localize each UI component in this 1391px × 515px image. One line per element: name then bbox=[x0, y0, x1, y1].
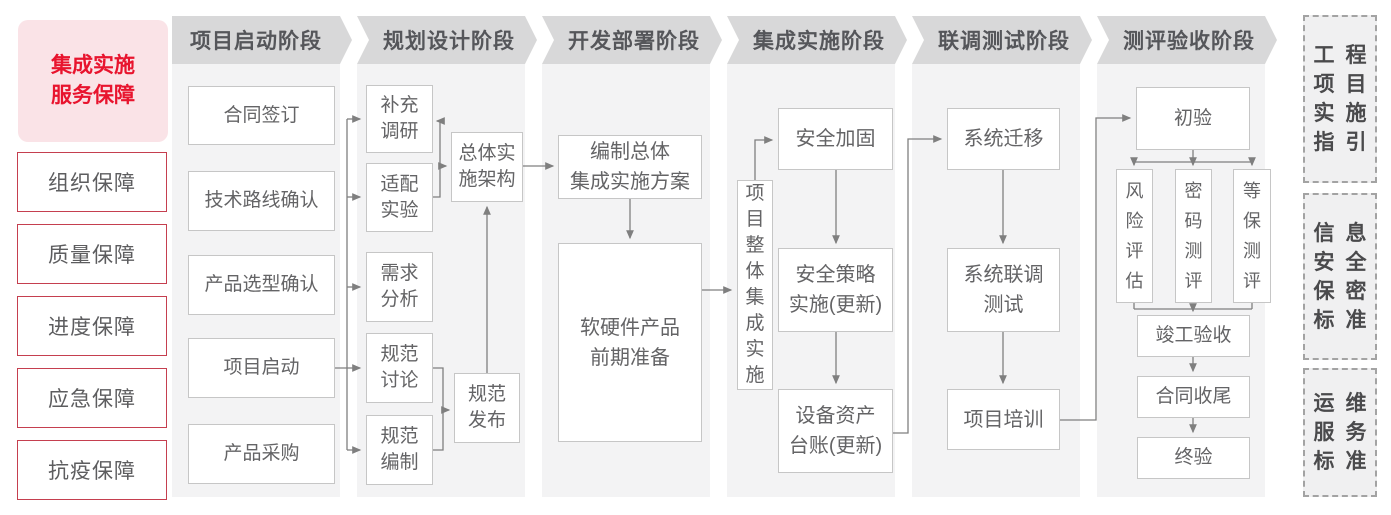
panel-text: 信息 安全 保密 标准 bbox=[1313, 221, 1378, 332]
flow-box-crypto-evaluation: 密码测评 bbox=[1175, 169, 1212, 303]
flow-box-tech-route-confirm: 技术路线确认 bbox=[188, 171, 335, 231]
panel-om-service-standards: 运维 服务 标准 bbox=[1303, 368, 1377, 497]
flow-box-contract-closure: 合同收尾 bbox=[1137, 376, 1250, 418]
flow-box-classified-protection-eval: 等保测评 bbox=[1233, 169, 1271, 303]
phase-header-joint-test: 联调测试阶段 bbox=[912, 16, 1092, 64]
flow-box-system-migration: 系统迁移 bbox=[947, 108, 1060, 170]
flow-box-overall-impl-architecture: 总体实 施架构 bbox=[451, 132, 523, 202]
flow-box-supplementary-research: 补充 调研 bbox=[366, 85, 433, 153]
flow-box-completion-acceptance: 竣工验收 bbox=[1137, 315, 1250, 357]
flow-box-product-select-confirm: 产品选型确认 bbox=[188, 255, 335, 315]
flow-box-security-policy-impl: 安全策略 实施(更新) bbox=[778, 248, 893, 332]
flow-box-product-procurement: 产品采购 bbox=[188, 424, 335, 484]
flow-box-compile-overall-plan: 编制总体 集成实施方案 bbox=[558, 135, 702, 199]
flow-box-project-training: 项目培训 bbox=[947, 389, 1060, 450]
sidebar-item-schedule-guarantee: 进度保障 bbox=[17, 296, 167, 356]
panel-engineering-implementation-guide: 工程 项目 实施 指引 bbox=[1303, 15, 1377, 183]
sidebar-item-organization-guarantee: 组织保障 bbox=[17, 152, 167, 212]
flow-box-security-hardening: 安全加固 bbox=[778, 108, 893, 170]
flow-box-spec-discussion: 规范 讨论 bbox=[366, 333, 433, 403]
phase-header-evaluation-accept: 测评验收阶段 bbox=[1097, 16, 1277, 64]
flow-box-project-kickoff: 项目启动 bbox=[188, 338, 335, 398]
flow-box-overall-integration-impl: 项目整体集成实施 bbox=[737, 180, 773, 390]
sidebar-item-emergency-guarantee: 应急保障 bbox=[17, 368, 167, 428]
panel-text: 工程 项目 实施 指引 bbox=[1313, 44, 1378, 154]
phase-header-planning-design: 规划设计阶段 bbox=[357, 16, 537, 64]
flow-box-final-acceptance: 终验 bbox=[1137, 437, 1250, 479]
flow-box-risk-assessment: 风险评估 bbox=[1116, 169, 1153, 303]
flow-box-joint-debugging-test: 系统联调 测试 bbox=[947, 248, 1060, 332]
panel-text: 运维 服务 标准 bbox=[1313, 392, 1378, 473]
phase-header-project-kickoff: 项目启动阶段 bbox=[172, 16, 352, 64]
phase-header-dev-deploy: 开发部署阶段 bbox=[542, 16, 722, 64]
flow-box-requirement-analysis: 需求 分析 bbox=[366, 252, 433, 322]
sidebar-item-quality-guarantee: 质量保障 bbox=[17, 224, 167, 284]
panel-info-security-standards: 信息 安全 保密 标准 bbox=[1303, 193, 1377, 360]
flow-box-adaptation-test: 适配 实验 bbox=[366, 163, 433, 232]
flow-box-spec-release: 规范 发布 bbox=[454, 373, 520, 443]
flow-box-contract-signing: 合同签订 bbox=[188, 86, 335, 145]
phase-header-integration: 集成实施阶段 bbox=[727, 16, 907, 64]
flow-box-asset-ledger-update: 设备资产 台账(更新) bbox=[778, 389, 893, 473]
flow-box-spec-drafting: 规范 编制 bbox=[366, 415, 433, 485]
flow-box-preliminary-acceptance: 初验 bbox=[1136, 87, 1250, 150]
sidebar-item-epidemic-guarantee: 抗疫保障 bbox=[17, 440, 167, 500]
sidebar-title: 集成实施 服务保障 bbox=[18, 20, 168, 142]
flow-box-hw-sw-preparation: 软硬件产品 前期准备 bbox=[558, 243, 702, 442]
